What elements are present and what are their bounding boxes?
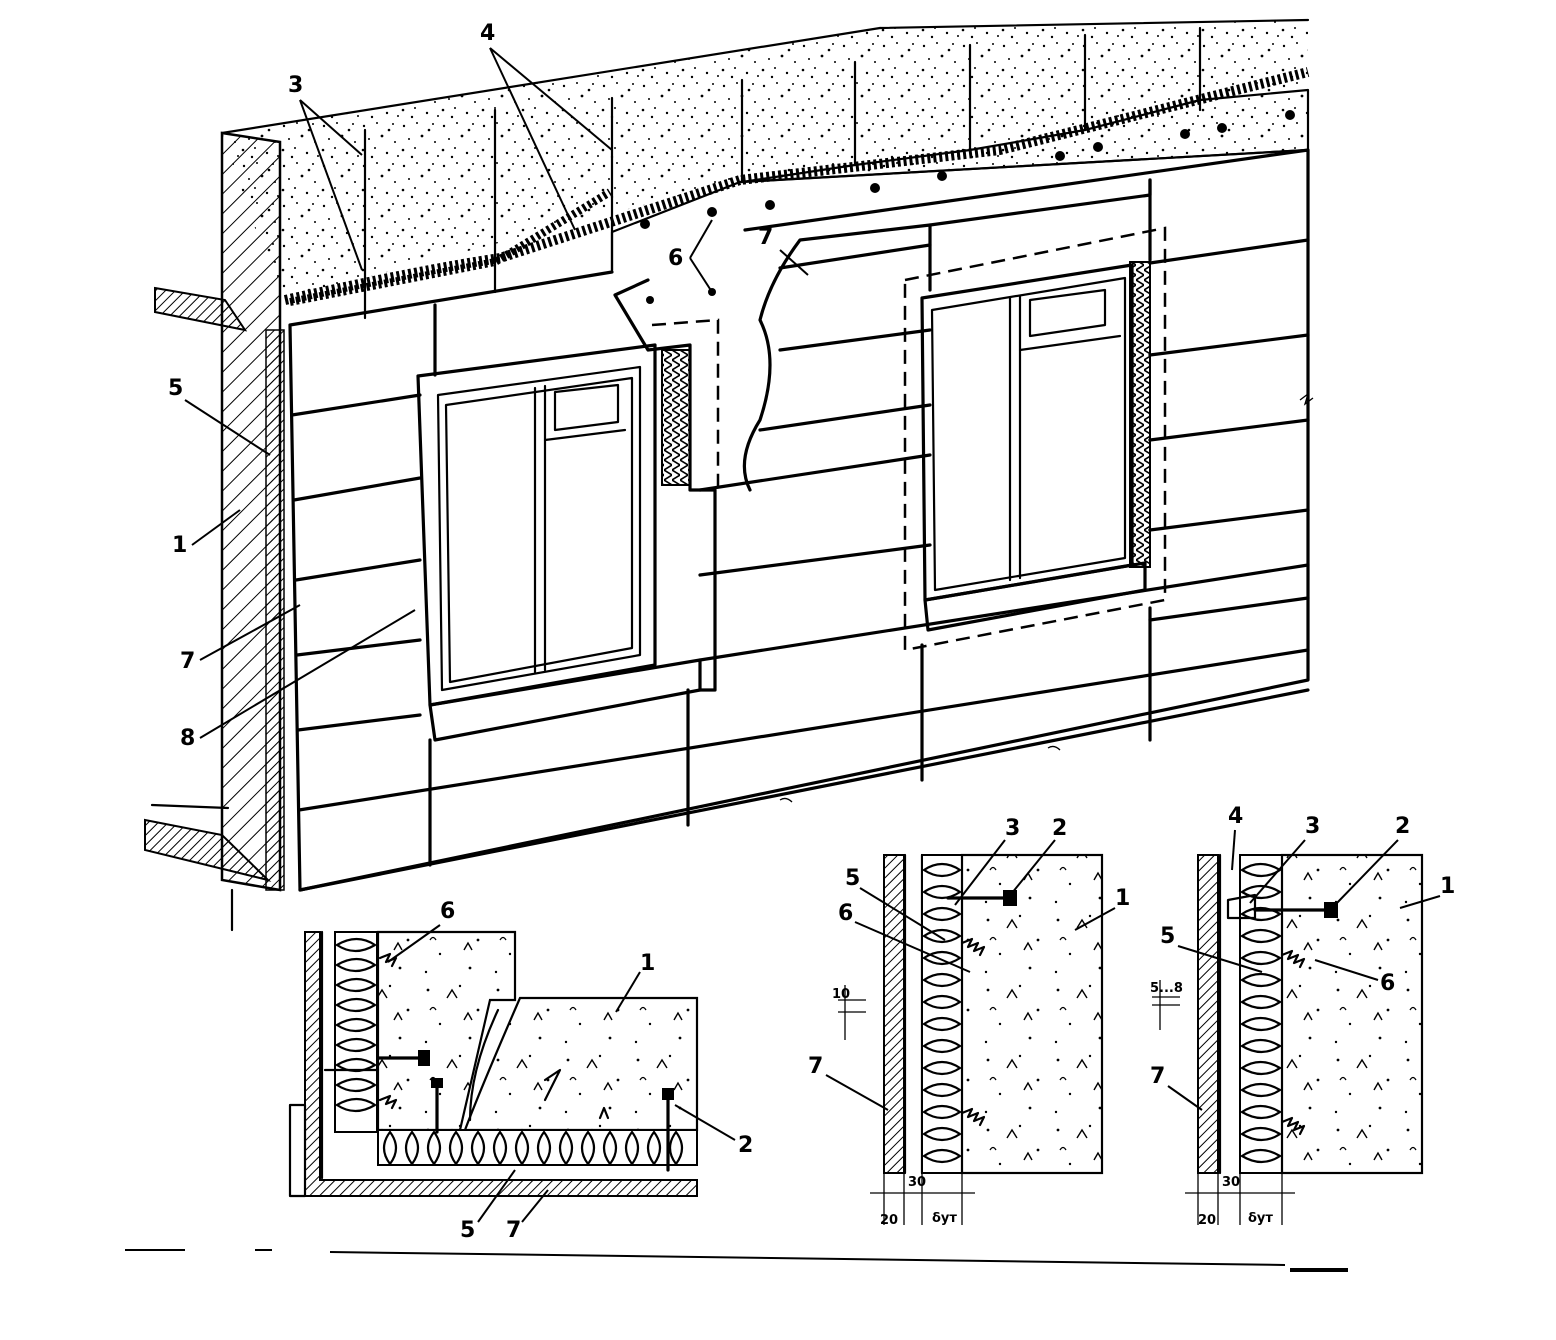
- sa-label-2: 2: [1052, 816, 1067, 841]
- label-4: 4: [480, 21, 495, 46]
- sb-label-3: 3: [1305, 814, 1320, 839]
- floor-slab-bottom: [144, 818, 272, 882]
- label-5: 5: [168, 376, 183, 401]
- insulation-board-joint-h: [740, 148, 1310, 184]
- sa-dim-20: 20: [880, 1213, 898, 1228]
- insulation-boards-exposed: [610, 88, 1310, 272]
- facade-horizontal-joints: [290, 238, 1310, 892]
- sa-label-6: 6: [838, 901, 853, 926]
- section-wall-b-labels: 4 3 2 1 5 6 7 5...8 20 30 δут: [1150, 804, 1455, 1228]
- wall-top-edge-right: [878, 18, 1310, 30]
- render-layer-peel: [742, 178, 1152, 492]
- main-perspective-view: [144, 18, 1314, 932]
- sa-dim-ins: δут: [932, 1211, 957, 1226]
- sb-label-5: 5: [1160, 924, 1175, 949]
- sb-insulation: [1239, 854, 1283, 1174]
- section-wall-a-labels: 3 2 5 6 1 7 10 20 30 δут: [808, 816, 1130, 1228]
- top-panel-joints: [363, 26, 1202, 320]
- sa-label-5: 5: [845, 866, 860, 891]
- section-wall-b: [1152, 853, 1424, 1225]
- sb-gap: 5...8: [1150, 981, 1183, 996]
- wall-top-edge: [220, 26, 882, 135]
- sa-dim-30: 30: [908, 1175, 926, 1190]
- label-1: 1: [172, 533, 187, 558]
- facade-vertical-joints: [428, 178, 1152, 867]
- label-8: 8: [180, 726, 195, 751]
- sw-label-5: 5: [460, 1218, 475, 1243]
- section-window-reveal: [288, 930, 699, 1198]
- sa-label-7: 7: [808, 1054, 823, 1079]
- label-7-top: 7: [758, 225, 773, 250]
- window-right: [903, 226, 1167, 652]
- bottom-rules: [125, 1249, 1348, 1272]
- sb-dim-30: 30: [1222, 1175, 1240, 1190]
- sa-concrete: [960, 853, 1104, 1175]
- label-6: 6: [668, 246, 683, 271]
- sa-label-3: 3: [1005, 816, 1020, 841]
- sb-dim-20: 20: [1198, 1213, 1216, 1228]
- label-7-left: 7: [180, 649, 195, 674]
- sb-label-7: 7: [1150, 1064, 1165, 1089]
- sa-render: [883, 854, 905, 1174]
- main-view-labels: 3 4 6 7 5 1 7 8: [168, 21, 809, 751]
- sw-label-1: 1: [640, 951, 655, 976]
- dowel-dots: [640, 110, 1295, 304]
- sa-gap: 10: [832, 987, 850, 1002]
- sb-label-6: 6: [1380, 971, 1395, 996]
- sb-render: [1197, 854, 1219, 1174]
- window-left: [416, 278, 720, 742]
- concrete-block-right: [463, 996, 699, 1132]
- sb-concrete: [1280, 853, 1424, 1175]
- facade-outline: [288, 148, 1310, 892]
- floor-slab-top: [154, 286, 248, 332]
- mesh-band: [283, 67, 1310, 305]
- sb-dim-ins: δут: [1248, 1211, 1273, 1226]
- label-3: 3: [288, 73, 303, 98]
- sb-label-2: 2: [1395, 814, 1410, 839]
- sb-label-1: 1: [1440, 874, 1455, 899]
- sw-label-6: 6: [440, 899, 455, 924]
- end-wall-plaster-strip: [265, 329, 285, 891]
- sa-label-1: 1: [1115, 886, 1130, 911]
- dowels: [323, 952, 674, 1172]
- sw-label-7: 7: [506, 1218, 521, 1243]
- sw-label-2: 2: [738, 1133, 753, 1158]
- sb-label-4: 4: [1228, 804, 1243, 829]
- section-wall-a: [838, 853, 1104, 1225]
- section-window-labels: 6 1 2 5 7: [387, 899, 753, 1243]
